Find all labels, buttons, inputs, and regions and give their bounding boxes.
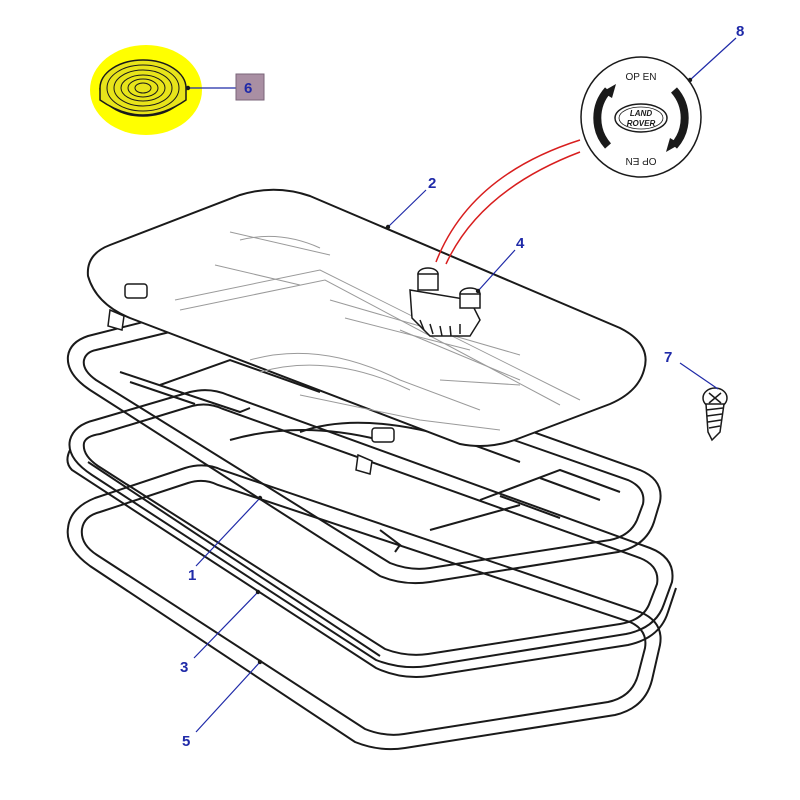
callout-7: 7 bbox=[664, 349, 672, 366]
callout-2: 2 bbox=[428, 175, 436, 192]
part-5-seal bbox=[66, 464, 662, 751]
part-2-glass-panel bbox=[86, 188, 647, 447]
glass-clips bbox=[107, 283, 395, 475]
callout-4: 4 bbox=[516, 235, 525, 252]
part-8-emblem: LAND ROVER OP EN OP EN bbox=[580, 56, 702, 178]
emblem-logo-line2: ROVER bbox=[627, 119, 656, 128]
emblem-link-lines bbox=[435, 139, 581, 265]
callout-labels: 1 2 3 4 5 6 7 8 bbox=[180, 23, 744, 750]
callout-1: 1 bbox=[188, 567, 196, 584]
part-3-gasket bbox=[66, 389, 677, 678]
callout-6: 6 bbox=[244, 80, 252, 97]
emblem-logo-line1: LAND bbox=[630, 109, 652, 118]
part-6-cap bbox=[90, 45, 202, 135]
part-4-latch bbox=[409, 267, 481, 337]
leader-lines bbox=[188, 37, 737, 733]
callout-3: 3 bbox=[180, 659, 188, 676]
callout-8: 8 bbox=[736, 23, 744, 40]
glass-panel-detail-lines bbox=[174, 231, 581, 431]
emblem-open-bottom: OP EN bbox=[626, 155, 657, 166]
leader-dots bbox=[185, 77, 693, 665]
callout-6-badge bbox=[235, 73, 265, 101]
callout-5: 5 bbox=[182, 733, 190, 750]
emblem-open-top: OP EN bbox=[626, 72, 657, 83]
part-7-screw bbox=[702, 387, 728, 442]
